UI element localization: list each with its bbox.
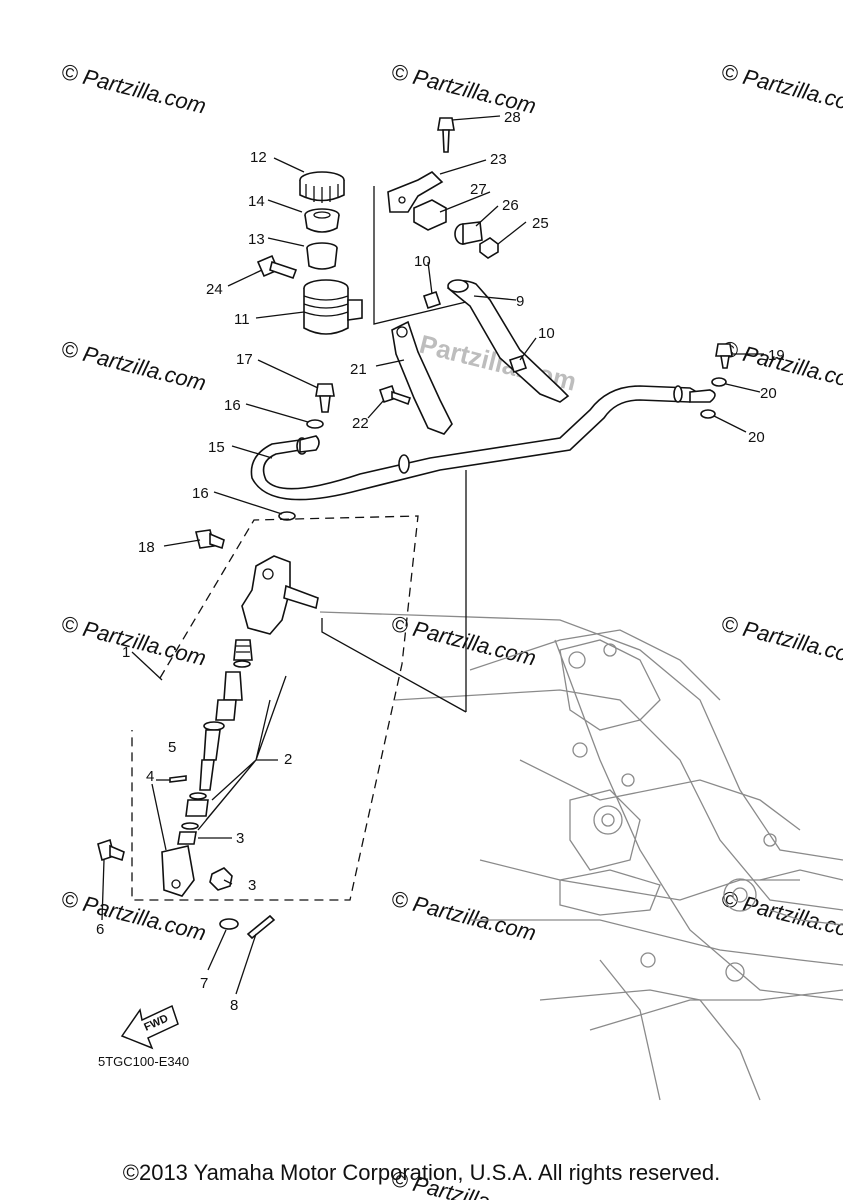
leader-lines: [101, 115, 764, 995]
callout-label: 6: [96, 921, 104, 938]
collar-26: [454, 221, 483, 245]
callout-label: 10: [538, 325, 555, 342]
reference-line: [321, 618, 467, 713]
pin-5: [169, 775, 187, 783]
callout-label: 27: [470, 181, 487, 198]
diagram-code: 5TGC100-E340: [98, 1054, 189, 1069]
watermark-text: © Partzilla.com: [389, 886, 539, 946]
gasket: [700, 409, 716, 419]
gasket: [306, 419, 324, 429]
callout-label: 5: [168, 739, 176, 756]
washer-7: [219, 918, 239, 930]
callout-label: 28: [504, 109, 521, 126]
callout-label: 9: [516, 293, 524, 310]
hose-clip: [422, 290, 442, 310]
gasket: [278, 511, 296, 521]
callout-label: 24: [206, 281, 223, 298]
bracket-23: [387, 171, 444, 213]
union-bolt-19: [715, 343, 733, 369]
callout-label: 26: [502, 197, 519, 214]
nut-25: [479, 237, 499, 259]
fwd-arrow-icon: FWD: [120, 1004, 179, 1050]
callout-label: 20: [760, 385, 777, 402]
motorcycle-frame: [319, 611, 843, 1101]
bolt-6: [97, 838, 125, 862]
callout-labels: 1 2 3 3 4 5 6 7 8 9 10 10 11 12 13 14 15…: [96, 109, 785, 1014]
watermark-text: © Partzilla.com: [719, 886, 843, 946]
gasket: [711, 377, 727, 387]
callout-label: 2: [284, 751, 292, 768]
watermark-text: © Partzilla.com: [59, 336, 209, 396]
callout-label: 20: [748, 429, 765, 446]
callout-label: 18: [138, 539, 155, 556]
watermark-layer: © Partzilla.com © Partzilla.com © Partzi…: [59, 59, 843, 1200]
callout-label: 22: [352, 415, 369, 432]
joint-4: [161, 845, 195, 897]
callout-label: 23: [490, 151, 507, 168]
callout-label: 7: [200, 975, 208, 992]
piston-kit: [177, 639, 253, 845]
callout-label: 8: [230, 997, 238, 1014]
callout-label: 16: [224, 397, 241, 414]
bolt-22: [378, 384, 412, 406]
hose-clip: [508, 354, 528, 374]
bolt-28: [437, 117, 455, 153]
assembly-outline: [131, 515, 419, 901]
nut-3: [209, 867, 233, 891]
union-bolt-17: [315, 383, 335, 413]
watermark-text: © Partzilla.com: [59, 611, 209, 671]
bolt-18: [195, 529, 225, 550]
brake-hose: [250, 385, 716, 501]
watermark-text: © Partzilla.com: [719, 611, 843, 671]
bolt-24: [256, 254, 298, 280]
callout-label: 19: [768, 347, 785, 364]
diaphragm-plate: [306, 242, 338, 270]
reference-line: [373, 186, 467, 325]
callout-label: 21: [350, 361, 367, 378]
reservoir-tank: [303, 279, 363, 335]
callout-label: 14: [248, 193, 265, 210]
callout-label: 13: [248, 231, 265, 248]
reservoir-cap: [299, 171, 345, 203]
bracket-21: [391, 320, 453, 435]
callout-label: 25: [532, 215, 549, 232]
damper-27: [413, 199, 447, 231]
cotter-pin-8: [246, 914, 276, 940]
master-cylinder: [241, 555, 319, 635]
diaphragm: [304, 208, 340, 233]
watermark-text: © Partzilla.com: [59, 886, 209, 946]
callout-label: 16: [192, 485, 209, 502]
watermark-text: © Partzilla.com: [719, 59, 843, 119]
callout-label: 4: [146, 768, 154, 785]
callout-label: 3: [236, 830, 244, 847]
callout-label: 11: [234, 311, 250, 328]
watermark-text: © Partzilla.com: [389, 611, 539, 671]
callout-label: 10: [414, 253, 431, 270]
callout-label: 15: [208, 439, 225, 456]
callout-label: 17: [236, 351, 253, 368]
watermark-text: © Partzilla.com: [59, 59, 209, 119]
callout-label: 1: [122, 644, 130, 661]
callout-label: 3: [248, 877, 256, 894]
copyright-notice: ©2013 Yamaha Motor Corporation, U.S.A. A…: [122, 1160, 721, 1185]
callout-label: 12: [250, 149, 267, 166]
